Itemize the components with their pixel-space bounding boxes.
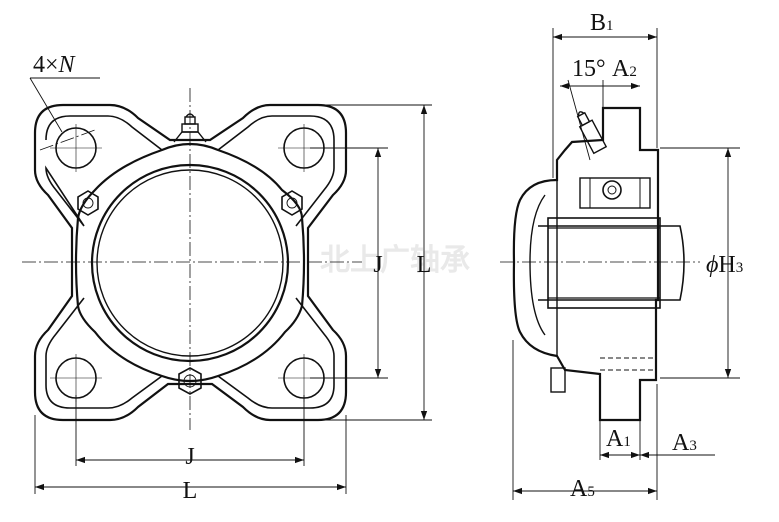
angle-label: 15° (572, 56, 606, 82)
dim-J-horizontal-label: J (185, 444, 194, 470)
grease-nipple (173, 113, 207, 143)
dim-J-vertical-label: J (373, 252, 382, 278)
watermark-text: 北上广轴承 (320, 243, 470, 278)
dim-B1-label: B1 (590, 10, 614, 36)
front-dimension-lines (29, 77, 432, 494)
dim-A3-label: A3 (672, 430, 697, 456)
side-housing (512, 106, 660, 422)
side-housing-inner (529, 180, 558, 356)
housing-ring (74, 142, 306, 383)
dim-L-vertical-label: L (417, 252, 432, 278)
dim-H3-label: ϕH3 (706, 252, 743, 278)
side-view (500, 106, 700, 422)
insert-bearing-outer (90, 163, 290, 363)
side-grease-nipple (576, 111, 608, 155)
side-set-screw (550, 367, 566, 393)
seal-block (579, 177, 651, 209)
bolt-note-label: 4×N (33, 52, 77, 78)
flange-pad (45, 115, 335, 409)
dim-A2-label: A2 (612, 56, 637, 82)
dim-A5-label: A5 (570, 476, 595, 502)
dim-A1-label: A1 (606, 426, 631, 452)
bearing-band (547, 217, 661, 309)
side-dimension-lines (512, 28, 740, 500)
bore (96, 169, 284, 357)
shaft-stub (538, 225, 685, 301)
flange-outline (33, 103, 348, 422)
bearing-ball (602, 180, 622, 200)
dim-L-horizontal-label: L (183, 478, 198, 504)
set-screw-inner (82, 197, 298, 388)
hidden-lines (600, 357, 656, 371)
front-view (22, 88, 362, 430)
set-screw-hexes (77, 190, 303, 395)
